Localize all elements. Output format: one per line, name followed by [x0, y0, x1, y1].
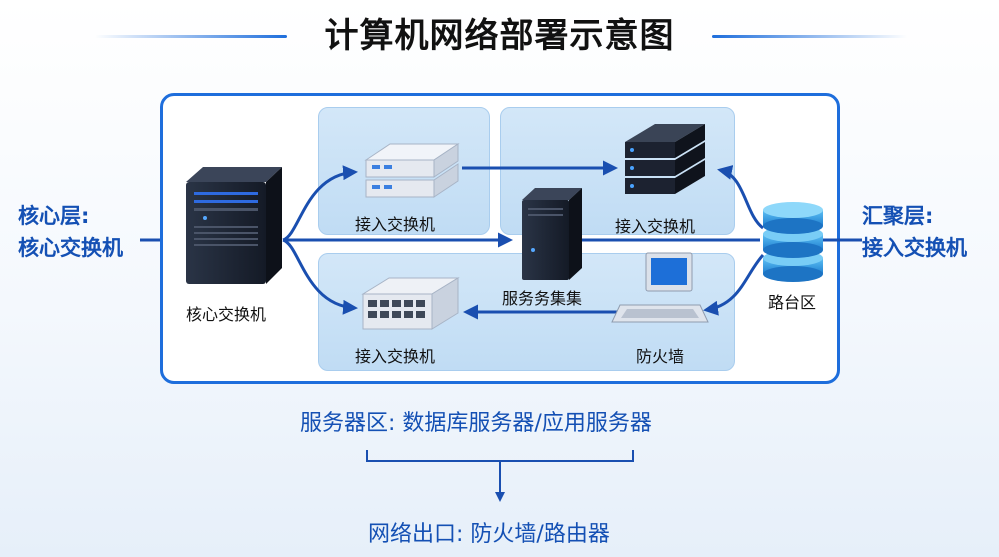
router-icon	[763, 202, 823, 282]
arrow-core-to-access-bottom	[282, 238, 358, 315]
aggregation-layer-label: 汇聚层: 接入交换机	[862, 200, 967, 264]
bottom-bracket	[366, 450, 634, 502]
core-layer-title: 核心层:	[18, 204, 90, 228]
rack-switch-icon	[625, 124, 705, 194]
arrow-router-to-rack	[717, 165, 764, 230]
aggregation-layer-title: 汇聚层:	[862, 204, 934, 228]
server-zone-text: 服务器区: 数据库服务器/应用服务器	[300, 411, 652, 436]
firewall-icon	[611, 252, 709, 323]
label-core-switch: 核心交换机	[186, 305, 267, 324]
label-router-zone: 路台区	[768, 293, 817, 312]
network-exit-text: 网络出口: 防火墙/路由器	[368, 522, 610, 547]
label-server-cluster: 服务务集集	[502, 289, 583, 308]
access-switch-top-icon	[364, 143, 460, 198]
aggregation-layer-subtitle: 接入交换机	[862, 236, 967, 260]
page-title: 计算机网络部署示意图	[324, 16, 675, 56]
label-access-switch-top: 接入交换机	[355, 215, 436, 234]
label-firewall: 防火墙	[636, 347, 685, 366]
label-access-switch-bottom: 接入交换机	[355, 347, 436, 366]
core-layer-label: 核心层: 核心交换机	[18, 200, 123, 264]
server-cluster-icon	[522, 188, 582, 280]
title-divider-left	[95, 35, 287, 38]
core-switch-icon	[186, 167, 282, 284]
connector-lines	[140, 160, 862, 320]
label-rack-switch: 接入交换机	[615, 217, 696, 236]
title-divider-right	[712, 35, 907, 38]
arrow-router-to-firewall	[703, 253, 765, 316]
core-layer-subtitle: 核心交换机	[18, 236, 123, 260]
arrow-core-to-access-top	[282, 165, 358, 242]
access-switch-bottom-icon	[361, 277, 460, 330]
